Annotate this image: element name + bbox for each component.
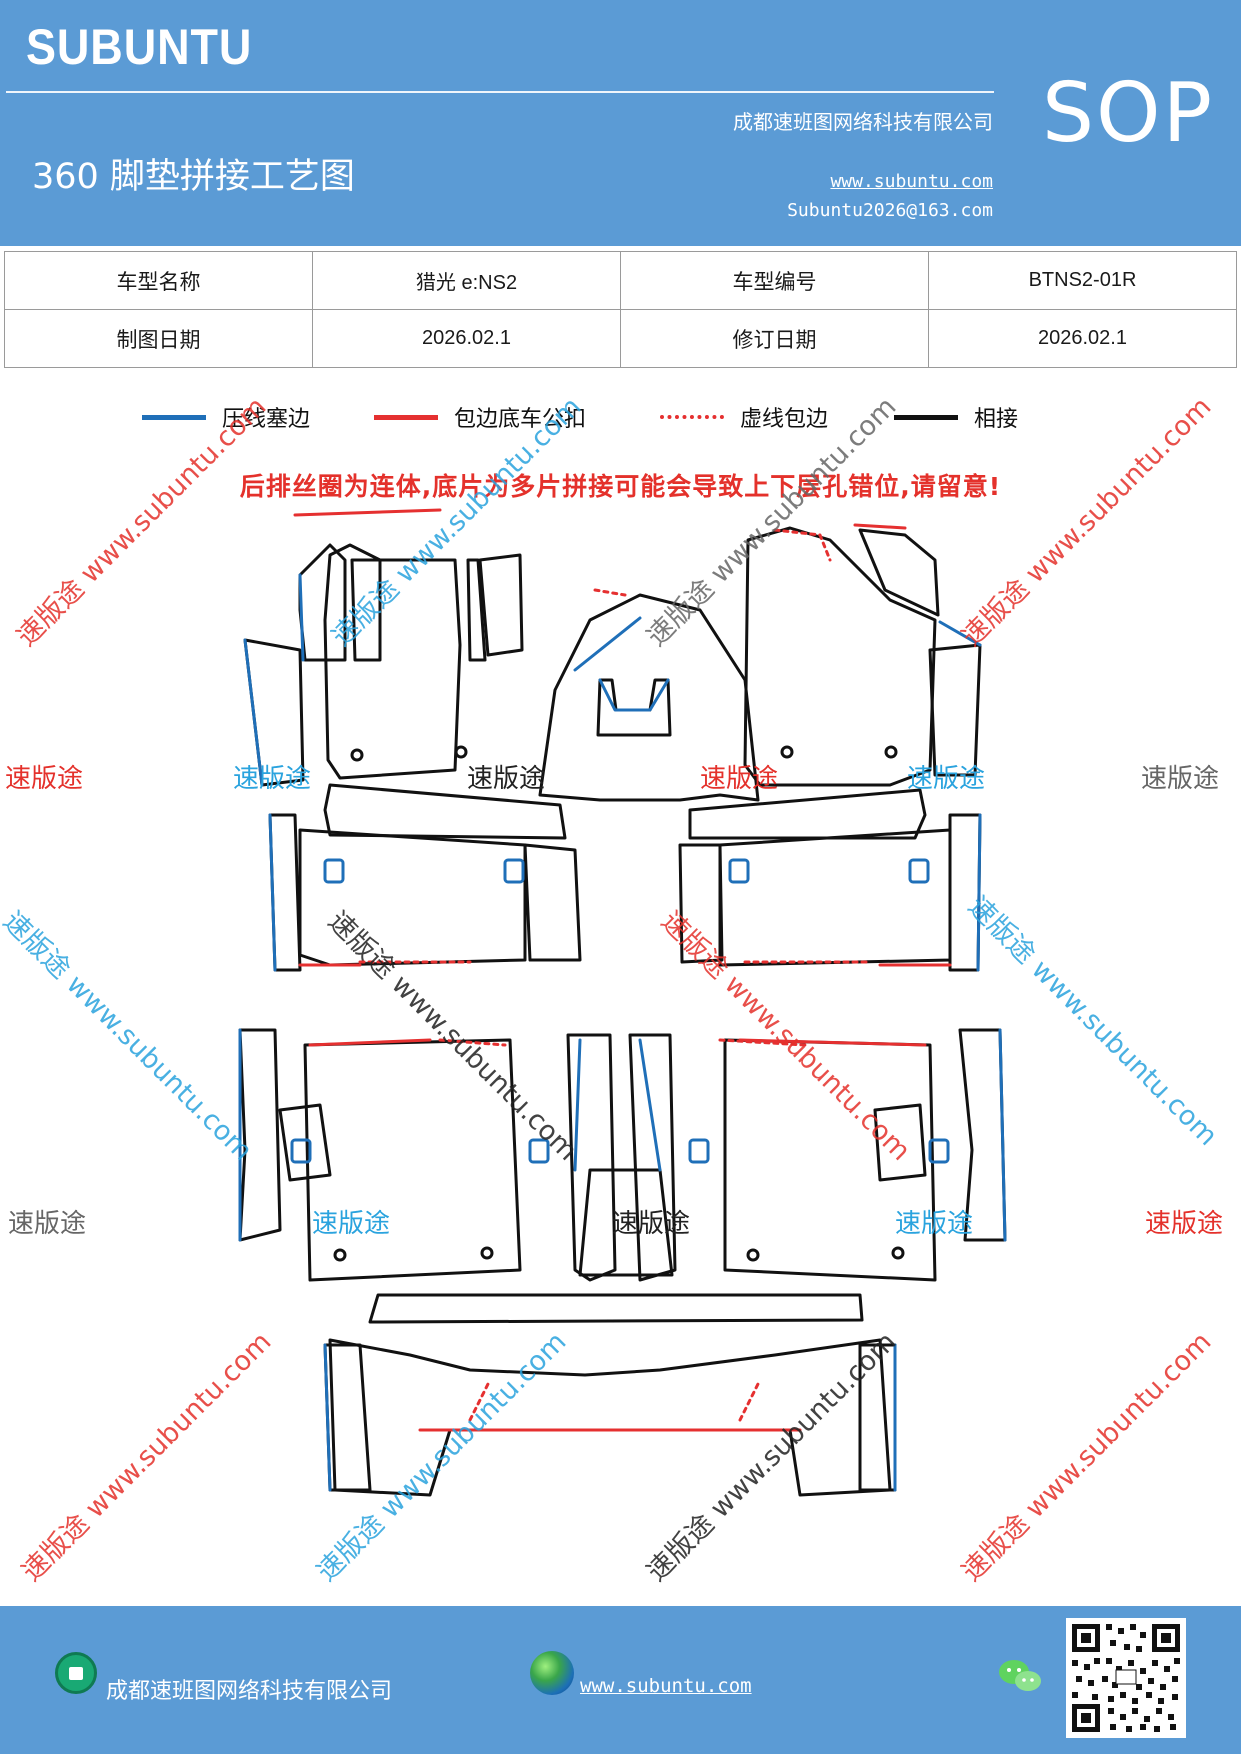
row3-left-mat (303, 1038, 522, 1282)
mat-hole (780, 745, 794, 759)
driver-pedal-piece (350, 558, 382, 662)
table-cell-value: 2026.02.1 (928, 309, 1237, 368)
row3-center-base (578, 1168, 674, 1277)
company-name: 成都速班图网络科技有限公司 (733, 110, 993, 134)
front-sill-left (323, 783, 567, 840)
table-cell-label: 制图日期 (4, 309, 313, 368)
qr-code[interactable] (1066, 1618, 1186, 1738)
sop-badge: SOP (1042, 66, 1215, 161)
row3-right-trim (958, 1028, 1007, 1242)
row3-right-wheelarch (873, 1103, 927, 1182)
legend-label: 虚线包边 (740, 407, 829, 432)
legend-swatch-blue (142, 414, 206, 420)
brand-logo: SUBUNTU (26, 19, 253, 75)
mat-hole (350, 748, 364, 762)
legend-dotted-binding: 虚线包边 (660, 402, 828, 432)
company-icon (55, 1652, 97, 1694)
rear-cross-bar (368, 1293, 864, 1324)
header-divider (6, 91, 994, 93)
legend-swatch-red (374, 414, 438, 420)
legend-swatch-black (894, 414, 958, 420)
globe-icon (530, 1651, 574, 1695)
legend-swatch-dotted (660, 415, 724, 419)
front-sill-right (688, 788, 927, 840)
table-cell-label: 车型名称 (4, 251, 313, 310)
table-cell-label: 修订日期 (620, 309, 929, 368)
table-row: 制图日期 2026.02.1 修订日期 2026.02.1 (4, 309, 1237, 368)
row2-right-front (678, 843, 724, 964)
contact-email[interactable]: Subuntu2026@163.com (787, 200, 993, 221)
row3-left-wheelarch (278, 1103, 332, 1182)
passenger-side-strip (928, 643, 982, 777)
legend-join: 相接 (894, 402, 1018, 432)
legend-label: 相接 (974, 407, 1019, 432)
mat-hole (333, 1248, 347, 1262)
table-cell-value: 猎光 e:NS2 (312, 251, 621, 310)
table-cell-label: 车型编号 (620, 251, 929, 310)
center-hump-inner (596, 678, 672, 737)
mat-hole (891, 1246, 905, 1260)
mat-hole (884, 745, 898, 759)
legend-press-line: 压线塞边 (142, 402, 310, 432)
footer-company-name: 成都速班图网络科技有限公司 (106, 1679, 393, 1704)
legend-edge-binding: 包边底车公扣 (374, 402, 586, 432)
passenger-front-mat (743, 526, 937, 787)
page-title: 360 脚垫拼接工艺图 (32, 157, 355, 197)
table-cell-value: 2026.02.1 (312, 309, 621, 368)
row3-left-trim (238, 1028, 282, 1242)
floor-mat-diagram (238, 508, 1007, 1497)
driver-right-strip (466, 558, 487, 662)
row2-left-rear (523, 843, 582, 962)
legend-label: 压线塞边 (222, 407, 311, 432)
mat-hole (454, 745, 468, 759)
legend-label: 包边底车公扣 (454, 407, 587, 432)
footer-website-link[interactable]: www.subuntu.com (580, 1675, 752, 1697)
row2-right-mat (718, 828, 952, 967)
rear-trunk-mat (328, 1338, 892, 1497)
driver-front-mat (323, 543, 462, 780)
row2-right-door-strip (948, 813, 982, 972)
driver-right-strip-2 (478, 553, 524, 657)
wechat-icon[interactable] (996, 1656, 1044, 1696)
mat-hole (746, 1248, 760, 1262)
footer-banner: 成都速班图网络科技有限公司 www.subuntu.com (0, 1606, 1241, 1754)
website-link[interactable]: www.subuntu.com (830, 171, 993, 192)
row2-left-mat (298, 828, 527, 967)
vehicle-info-table: 车型名称 猎光 e:NS2 车型编号 BTNS2-01R 制图日期 2026.0… (4, 251, 1237, 368)
table-cell-value: BTNS2-01R (928, 251, 1237, 310)
warning-notice: 后排丝圈为连体,底片为多片拼接可能会导致上下层孔错位,请留意! (239, 472, 1002, 501)
header-banner: SUBUNTU 成都速班图网络科技有限公司 360 脚垫拼接工艺图 www.su… (0, 0, 1241, 246)
table-row: 车型名称 猎光 e:NS2 车型编号 BTNS2-01R (4, 251, 1237, 310)
mat-hole (480, 1246, 494, 1260)
passenger-wedge (858, 528, 940, 617)
row3-center-console-2 (628, 1033, 677, 1282)
